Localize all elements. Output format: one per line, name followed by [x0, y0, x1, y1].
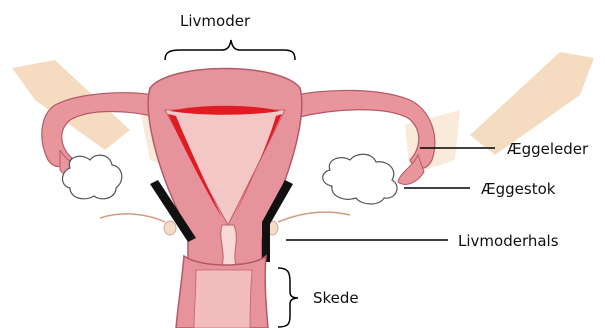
- label-fallopian-tube: Æggeleder: [507, 140, 588, 158]
- uterus-brace: [165, 40, 295, 60]
- cervical-canal: [221, 225, 236, 269]
- vagina-brace: [278, 268, 298, 327]
- ovarian-ligament-right: [278, 212, 350, 222]
- ovary-right: [323, 154, 397, 204]
- ligament-knob-left: [164, 221, 176, 235]
- vagina-inner: [194, 270, 252, 328]
- label-uterus: Livmoder: [180, 12, 250, 30]
- label-vagina: Skede: [313, 289, 359, 307]
- label-ovary: Æggestok: [481, 180, 555, 198]
- ovary-left: [63, 155, 122, 199]
- ovarian-ligament-left: [100, 214, 165, 222]
- label-cervix: Livmoderhals: [458, 232, 559, 250]
